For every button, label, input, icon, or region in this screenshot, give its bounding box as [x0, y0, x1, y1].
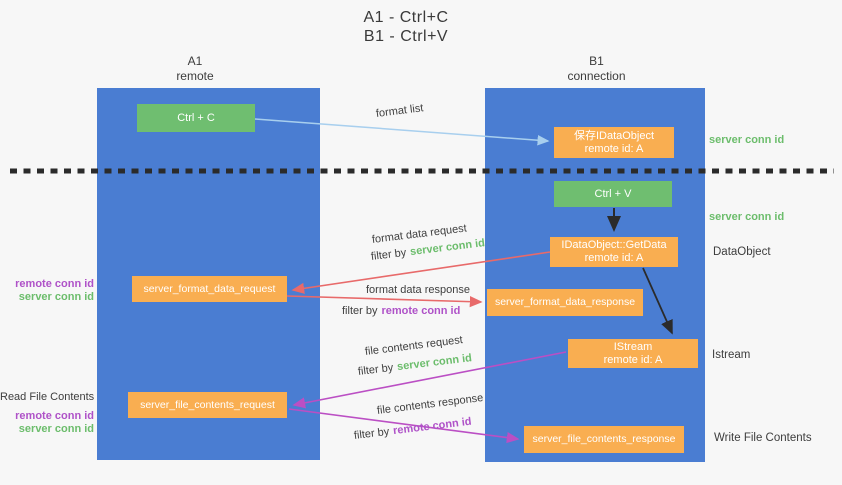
filter-by-text: filter by	[357, 361, 394, 378]
getdata-line1: IDataObject::GetData	[561, 239, 667, 251]
file-conn-id-left-labels: Read File Contents remote conn id server…	[0, 391, 94, 436]
title-line-2: B1 - Ctrl+V	[363, 28, 449, 45]
server-conn-id-key: server conn id	[396, 352, 473, 374]
save-idataobject-node: 保存IDataObject remote id: A	[554, 127, 674, 158]
istream-side-label: Istream	[712, 349, 751, 361]
write-file-contents-label: Write File Contents	[714, 432, 812, 444]
remote-conn-id-key: remote conn id	[392, 415, 473, 438]
istream-node: IStream remote id: A	[568, 339, 698, 368]
lane-a1-role: remote	[176, 69, 214, 83]
save-idataobject-line1: 保存IDataObject	[573, 129, 655, 142]
server-conn-id-tag: server conn id	[18, 423, 94, 435]
ctrl-v-node: Ctrl + V	[554, 181, 672, 207]
read-file-contents-label: Read File Contents	[0, 391, 95, 403]
format-list-label: format list	[375, 102, 425, 120]
idataobject-getdata-node: IDataObject::GetData remote id: A	[550, 237, 678, 267]
server-format-data-response-label: server_format_data_response	[494, 296, 636, 308]
filter-by-text: filter by	[353, 425, 390, 442]
lane-a1-name: A1	[187, 54, 203, 68]
file-contents-response-label: file contents response	[376, 392, 484, 417]
dataobject-label: DataObject	[713, 246, 771, 258]
ctrl-c-node: Ctrl + C	[137, 104, 255, 132]
title-line-1: A1 - Ctrl+C	[363, 9, 449, 26]
lane-header-a1: A1 remote	[97, 54, 293, 84]
server-conn-id-tag-top: server conn id	[709, 134, 785, 146]
filter-by-text: filter by	[370, 246, 407, 263]
istream-line2: remote id: A	[603, 353, 663, 366]
remote-conn-id-key: remote conn id	[381, 305, 461, 317]
format-data-response-label: format data response	[366, 284, 470, 296]
ctrl-c-label: Ctrl + C	[177, 111, 215, 124]
lane-b1-role: connection	[567, 69, 626, 83]
server-format-data-request-node: server_format_data_request	[132, 276, 287, 302]
server-conn-id-tag-mid: server conn id	[709, 211, 785, 223]
server-file-contents-response-node: server_file_contents_response	[524, 426, 684, 453]
format-conn-id-left-labels: remote conn id server conn id	[0, 278, 94, 304]
remote-conn-id-tag: remote conn id	[15, 410, 94, 422]
server-format-data-request-label: server_format_data_request	[143, 282, 276, 295]
lane-b1-name: B1	[589, 54, 604, 68]
getdata-line2: remote id: A	[584, 252, 644, 264]
server-file-contents-request-node: server_file_contents_request	[128, 392, 287, 418]
filter-by-text: filter by	[342, 305, 378, 317]
save-idataobject-line2: remote id: A	[584, 142, 644, 155]
ctrl-v-label: Ctrl + V	[594, 187, 632, 200]
istream-line1: IStream	[613, 340, 653, 353]
server-conn-id-tag: server conn id	[18, 291, 94, 303]
lane-header-b1: B1 connection	[485, 54, 708, 84]
server-conn-id-key: server conn id	[409, 237, 486, 259]
server-file-contents-response-label: server_file_contents_response	[532, 433, 676, 445]
server-format-data-response-node: server_format_data_response	[487, 289, 643, 316]
diagram-title: A1 - Ctrl+C B1 - Ctrl+V	[306, 8, 506, 46]
remote-conn-id-tag: remote conn id	[15, 278, 94, 290]
server-file-contents-request-label: server_file_contents_request	[140, 398, 275, 411]
